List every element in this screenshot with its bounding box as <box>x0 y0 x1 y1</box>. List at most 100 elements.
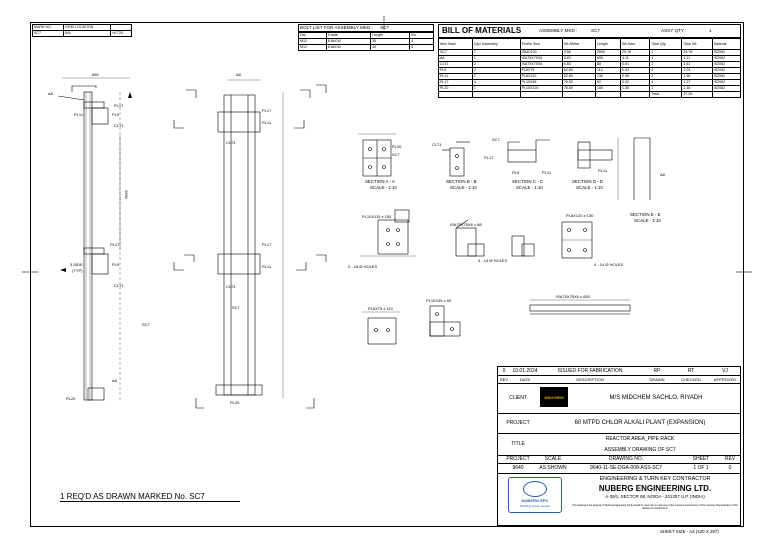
desc-header: DESCRIPTION <box>576 376 604 382</box>
plate-pl6x75: PL6X75 x 110 <box>368 306 393 311</box>
rev-header: REV <box>499 376 509 382</box>
callout-pl11-right: PL11 <box>262 120 272 125</box>
logo-text: NUBERG EPC <box>521 498 549 503</box>
sheet-header: SHEET <box>692 456 710 462</box>
callout-sc7-mid: SC7 <box>232 305 240 310</box>
drawing-sheet <box>30 22 744 527</box>
typ-label: (TYP) <box>72 268 83 273</box>
project-no-header: PROJECT <box>506 456 530 462</box>
rev-no: 0 <box>502 368 506 374</box>
bom-total-value: 37.00 <box>681 91 713 98</box>
rev-checked: RT <box>687 368 695 374</box>
side-weld: 3 SIDE <box>70 262 83 267</box>
drawn-header: DRAWN <box>649 376 665 382</box>
checked-header: CHECKED <box>681 376 701 382</box>
globe-icon <box>523 481 547 497</box>
callout-clt1-right2: CLT1 <box>226 284 236 289</box>
callout-pl17-bb: PL17 <box>484 155 494 160</box>
bom-qty-label: ASSY QTY : <box>661 28 687 33</box>
callout-sc7-aa: SC7 <box>392 152 400 157</box>
callout-pl17-left: PL17 <box>114 103 124 108</box>
dim-2690: 2690 <box>124 190 129 199</box>
title-line-1: REACTOR AREA_PIPE RACK <box>605 435 675 442</box>
drawing-no: 9640-11-SE-DGA-008-ASS-SC7 <box>590 465 662 471</box>
bom-empty-cell <box>711 91 742 98</box>
callout-pl11-cc: PL11 <box>542 170 552 175</box>
section-aa-title: SECTION A - A <box>365 179 395 184</box>
title-block: 0 10.01.2024 ISSUED FOR FABRICATION RP R… <box>497 366 741 526</box>
rev-approved: VJ <box>722 368 728 374</box>
title-label: TITLE <box>511 441 525 447</box>
dim-650: 650 <box>92 72 99 77</box>
bolt-cell: 40 <box>370 44 411 51</box>
callout-clt1-right: CLT1 <box>226 140 236 145</box>
callout-clt1-mid: CLT1 <box>114 283 124 288</box>
bolt-cell: 8.8#CW <box>325 44 372 51</box>
callout-pl11-dd: PL11 <box>598 168 608 173</box>
bolt-list-title: BOLT LIST FOR ASSEMBLY MKD : <box>300 25 373 30</box>
drawing-no-header: DRAWING NO. <box>608 456 644 462</box>
bom-empty-cell <box>620 91 651 98</box>
disclaimer: This drawing is the property of Nuberg E… <box>572 504 738 510</box>
scale-value: AS SHOWN <box>539 465 567 471</box>
project-name: 60 MTPD CHLOR ALKALI PLANT (EXPANSION) <box>574 420 706 426</box>
callout-pl5-mid: PL5 <box>112 262 120 267</box>
callout-pl17-right2: PL17 <box>262 242 272 247</box>
scale-header: SCALE <box>544 456 562 462</box>
plate-isa-650: ISA75X75X6 x 650 <box>556 294 590 299</box>
contractor-tag: ENGINEERING & TURN KEY CONTRACTOR <box>599 476 711 482</box>
callout-a8-left: A8 <box>48 91 53 96</box>
callout-pl5-left: PL5 <box>112 112 120 117</box>
contractor-address: A-39/1, SECTOR 68, NOIDA - 201307 U.P. (… <box>605 493 705 499</box>
approved-header: APPROVED <box>713 376 737 382</box>
rev-col-header: REV <box>724 456 736 462</box>
callout-pl11-right2: PL11 <box>262 264 272 269</box>
callout-a8-ee: A8 <box>660 172 665 177</box>
bill-of-materials: BILL OF MATERIALS ASSEMBLY MKD : SC7 ASS… <box>438 24 742 98</box>
title-line-2: ASSEMBLY DRAWING OF SC7 <box>604 446 676 453</box>
holes-18: 2 - 18 Ø HOLES <box>348 264 378 269</box>
section-aa-scale: SCALE - 1:10 <box>370 185 397 190</box>
rev-desc: ISSUED FOR FABRICATION <box>557 368 623 374</box>
quantity-note: 1 REQ'D AS DRAWN MARKED No. SC7 <box>60 492 240 502</box>
client-logo: MIDCHEM <box>540 387 568 407</box>
section-ee-title: SECTION E - E <box>630 212 661 217</box>
bom-empty-cell <box>561 91 597 98</box>
client-label: CLIENT <box>509 395 527 401</box>
holes-14-b: 4 - 14 Ø HOLES <box>594 262 624 267</box>
project-no: 9640 <box>512 465 524 471</box>
callout-sc7-bb: SC7 <box>492 137 500 142</box>
nuberg-logo: NUBERG EPC Building Green Assets <box>508 477 562 513</box>
contractor-name: NUBERG ENGINEERING LTD. <box>598 483 712 493</box>
section-ee-scale: SCALE - 1:10 <box>634 218 661 223</box>
bom-assembly-mark: SC7 <box>591 28 600 33</box>
rev-date: 10.01.2024 <box>512 368 538 374</box>
callout-pl17-right: PL17 <box>262 108 272 113</box>
plate-pl10x115: PL10X115 x 150 <box>362 214 392 219</box>
holes-14-a: 4 - 14 Ø HOLES <box>478 258 508 263</box>
callout-pl20-mid: PL20 <box>230 400 240 405</box>
callout-a8-bottom: A8 <box>112 378 117 383</box>
bom-assembly-label: ASSEMBLY MKD : <box>539 28 578 33</box>
plate-pl8x120: PL8X120 x 130 <box>566 213 594 218</box>
callout-pl17-mid: PL17 <box>110 242 120 247</box>
section-dd-title: SECTION D - D <box>572 179 603 184</box>
rev-value: 0 <box>728 465 732 471</box>
section-bb-scale: SCALE - 1:10 <box>450 185 477 190</box>
section-bb-title: SECTION B - B <box>446 179 477 184</box>
bom-empty-cell <box>438 91 473 98</box>
callout-sc7-left: SC7 <box>142 322 150 327</box>
section-dd-scale: SCALE - 1:10 <box>576 185 603 190</box>
section-cc-title: SECTION C - C <box>512 179 543 184</box>
bom-title: BILL OF MATERIALS <box>442 26 522 35</box>
sheet-size: SHEET SIZE - A3 (420 X 297) <box>660 529 719 534</box>
